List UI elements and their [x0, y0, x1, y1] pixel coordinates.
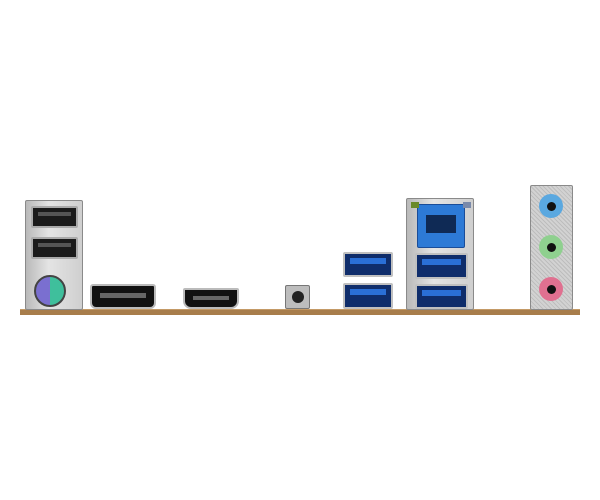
usb3-port[interactable] — [343, 252, 393, 277]
usb3-port[interactable] — [415, 284, 468, 309]
hdmi-port[interactable] — [183, 288, 239, 309]
usb2-port[interactable] — [31, 206, 78, 228]
rj45-lan-port[interactable] — [417, 204, 465, 248]
ps2-combo-port[interactable] — [34, 275, 66, 307]
usb2-port[interactable] — [31, 237, 78, 259]
usb3-port[interactable] — [343, 283, 393, 309]
audio-block — [530, 185, 573, 310]
audio-mic-jack[interactable] — [539, 277, 563, 301]
lan-usb-block — [406, 198, 474, 310]
usb2-ps2-block — [25, 200, 83, 310]
usb3-port[interactable] — [415, 253, 468, 279]
bios-flashback-button[interactable] — [285, 285, 310, 309]
led-icon — [411, 202, 419, 208]
displayport[interactable] — [90, 284, 156, 309]
motherboard-pcb-edge — [20, 309, 580, 315]
led-icon — [463, 202, 471, 208]
audio-line-out-jack[interactable] — [539, 235, 563, 259]
audio-line-in-jack[interactable] — [539, 194, 563, 218]
